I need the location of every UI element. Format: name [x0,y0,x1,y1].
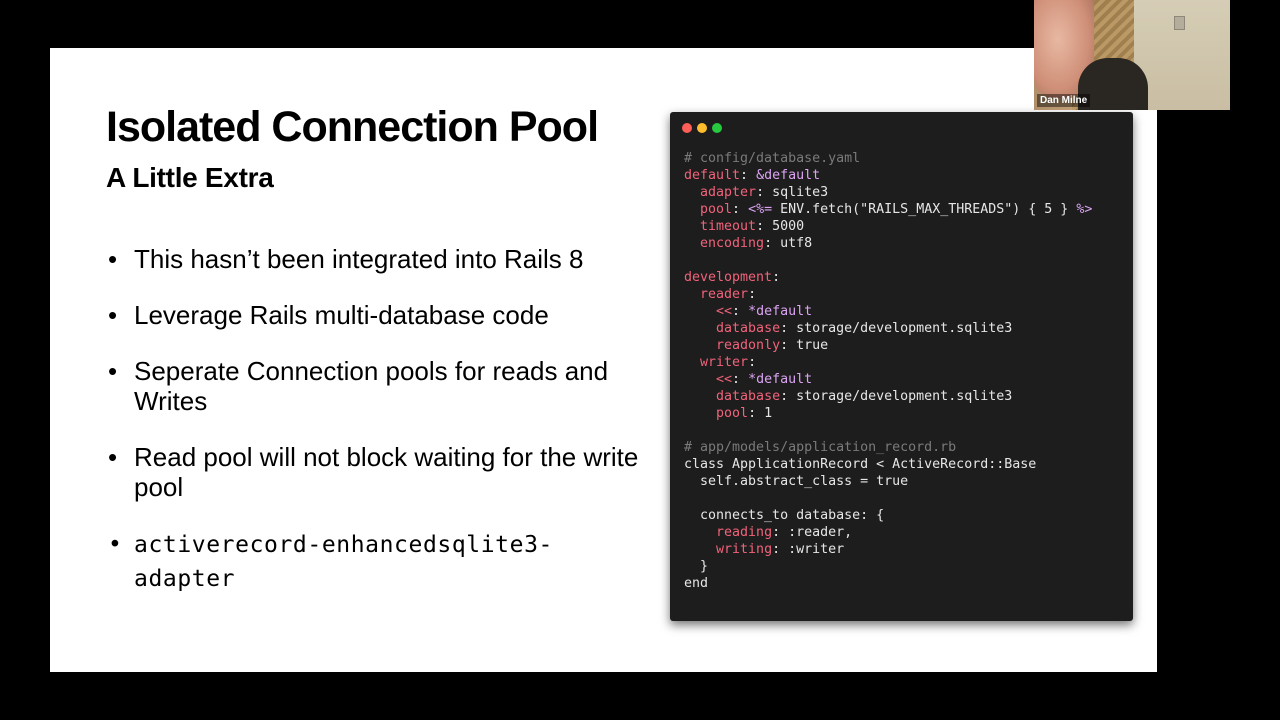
webcam-thumbnail[interactable]: Dan Milne [1034,0,1230,110]
code-line: class ApplicationRecord < ActiveRecord::… [684,457,1037,472]
code-line: reader: [700,287,757,302]
code-line: adapter: sqlite3 [700,185,829,200]
code-line: pool: 1 [716,406,773,421]
bullet-text: Leverage Rails multi-database code [134,300,549,330]
slide-subtitle: A Little Extra [106,162,274,193]
bullet-item: • Read pool will not block waiting for th… [106,442,646,502]
wall-outlet [1174,16,1185,30]
webcam-shoulder [1078,58,1148,110]
code-block: # config/database.yaml default: &default… [684,150,1092,592]
code-line: <<: *default [716,304,813,319]
code-line: development: [684,270,781,285]
code-line: readonly: true [716,338,829,353]
code-line: writer: [700,355,757,370]
close-dot-icon [682,123,692,133]
bullet-list: • This hasn’t been integrated into Rails … [106,244,646,622]
slide-title: Isolated Connection Pool [106,103,599,151]
bullet-dot-icon: • [108,532,123,558]
bullet-dot-icon: • [108,356,118,386]
code-line: self.abstract_class = true [684,474,909,489]
bullet-item: • Leverage Rails multi-database code [106,300,646,330]
window-controls [682,123,722,133]
bullet-item: • Seperate Connection pools for reads and… [106,356,646,416]
code-line: <<: *default [716,372,813,387]
code-line: # config/database.yaml [684,151,861,166]
bullet-item: • This hasn’t been integrated into Rails … [106,244,646,274]
code-line: end [684,576,709,591]
bullet-item-gem-name: • activerecord-enhancedsqlite3-adapter [106,528,646,596]
bullet-text: This hasn’t been integrated into Rails 8 [134,244,584,274]
bullet-text: activerecord-enhancedsqlite3-adapter [134,532,553,592]
code-line: reading: :reader, [716,525,853,540]
bullet-text: Read pool will not block waiting for the… [134,442,639,502]
code-line: database: storage/development.sqlite3 [716,389,1013,404]
bullet-dot-icon: • [108,442,118,472]
code-line: database: storage/development.sqlite3 [716,321,1013,336]
presentation-slide: Isolated Connection Pool A Little Extra … [50,48,1157,672]
minimize-dot-icon [697,123,707,133]
code-line: # app/models/application_record.rb [684,440,957,455]
code-line: } [684,559,709,574]
code-window: # config/database.yaml default: &default… [670,112,1133,621]
code-line: connects_to database: { [684,508,885,523]
bullet-text: Seperate Connection pools for reads and … [134,356,609,416]
code-line: encoding: utf8 [700,236,813,251]
code-line: pool: <%= ENV.fetch("RAILS_MAX_THREADS")… [700,202,1093,217]
participant-name-label: Dan Milne [1037,94,1091,107]
code-line: default: &default [684,168,821,183]
code-line: timeout: 5000 [700,219,805,234]
bullet-dot-icon: • [108,244,118,274]
bullet-dot-icon: • [108,300,118,330]
maximize-dot-icon [712,123,722,133]
code-line: writing: :writer [716,542,845,557]
